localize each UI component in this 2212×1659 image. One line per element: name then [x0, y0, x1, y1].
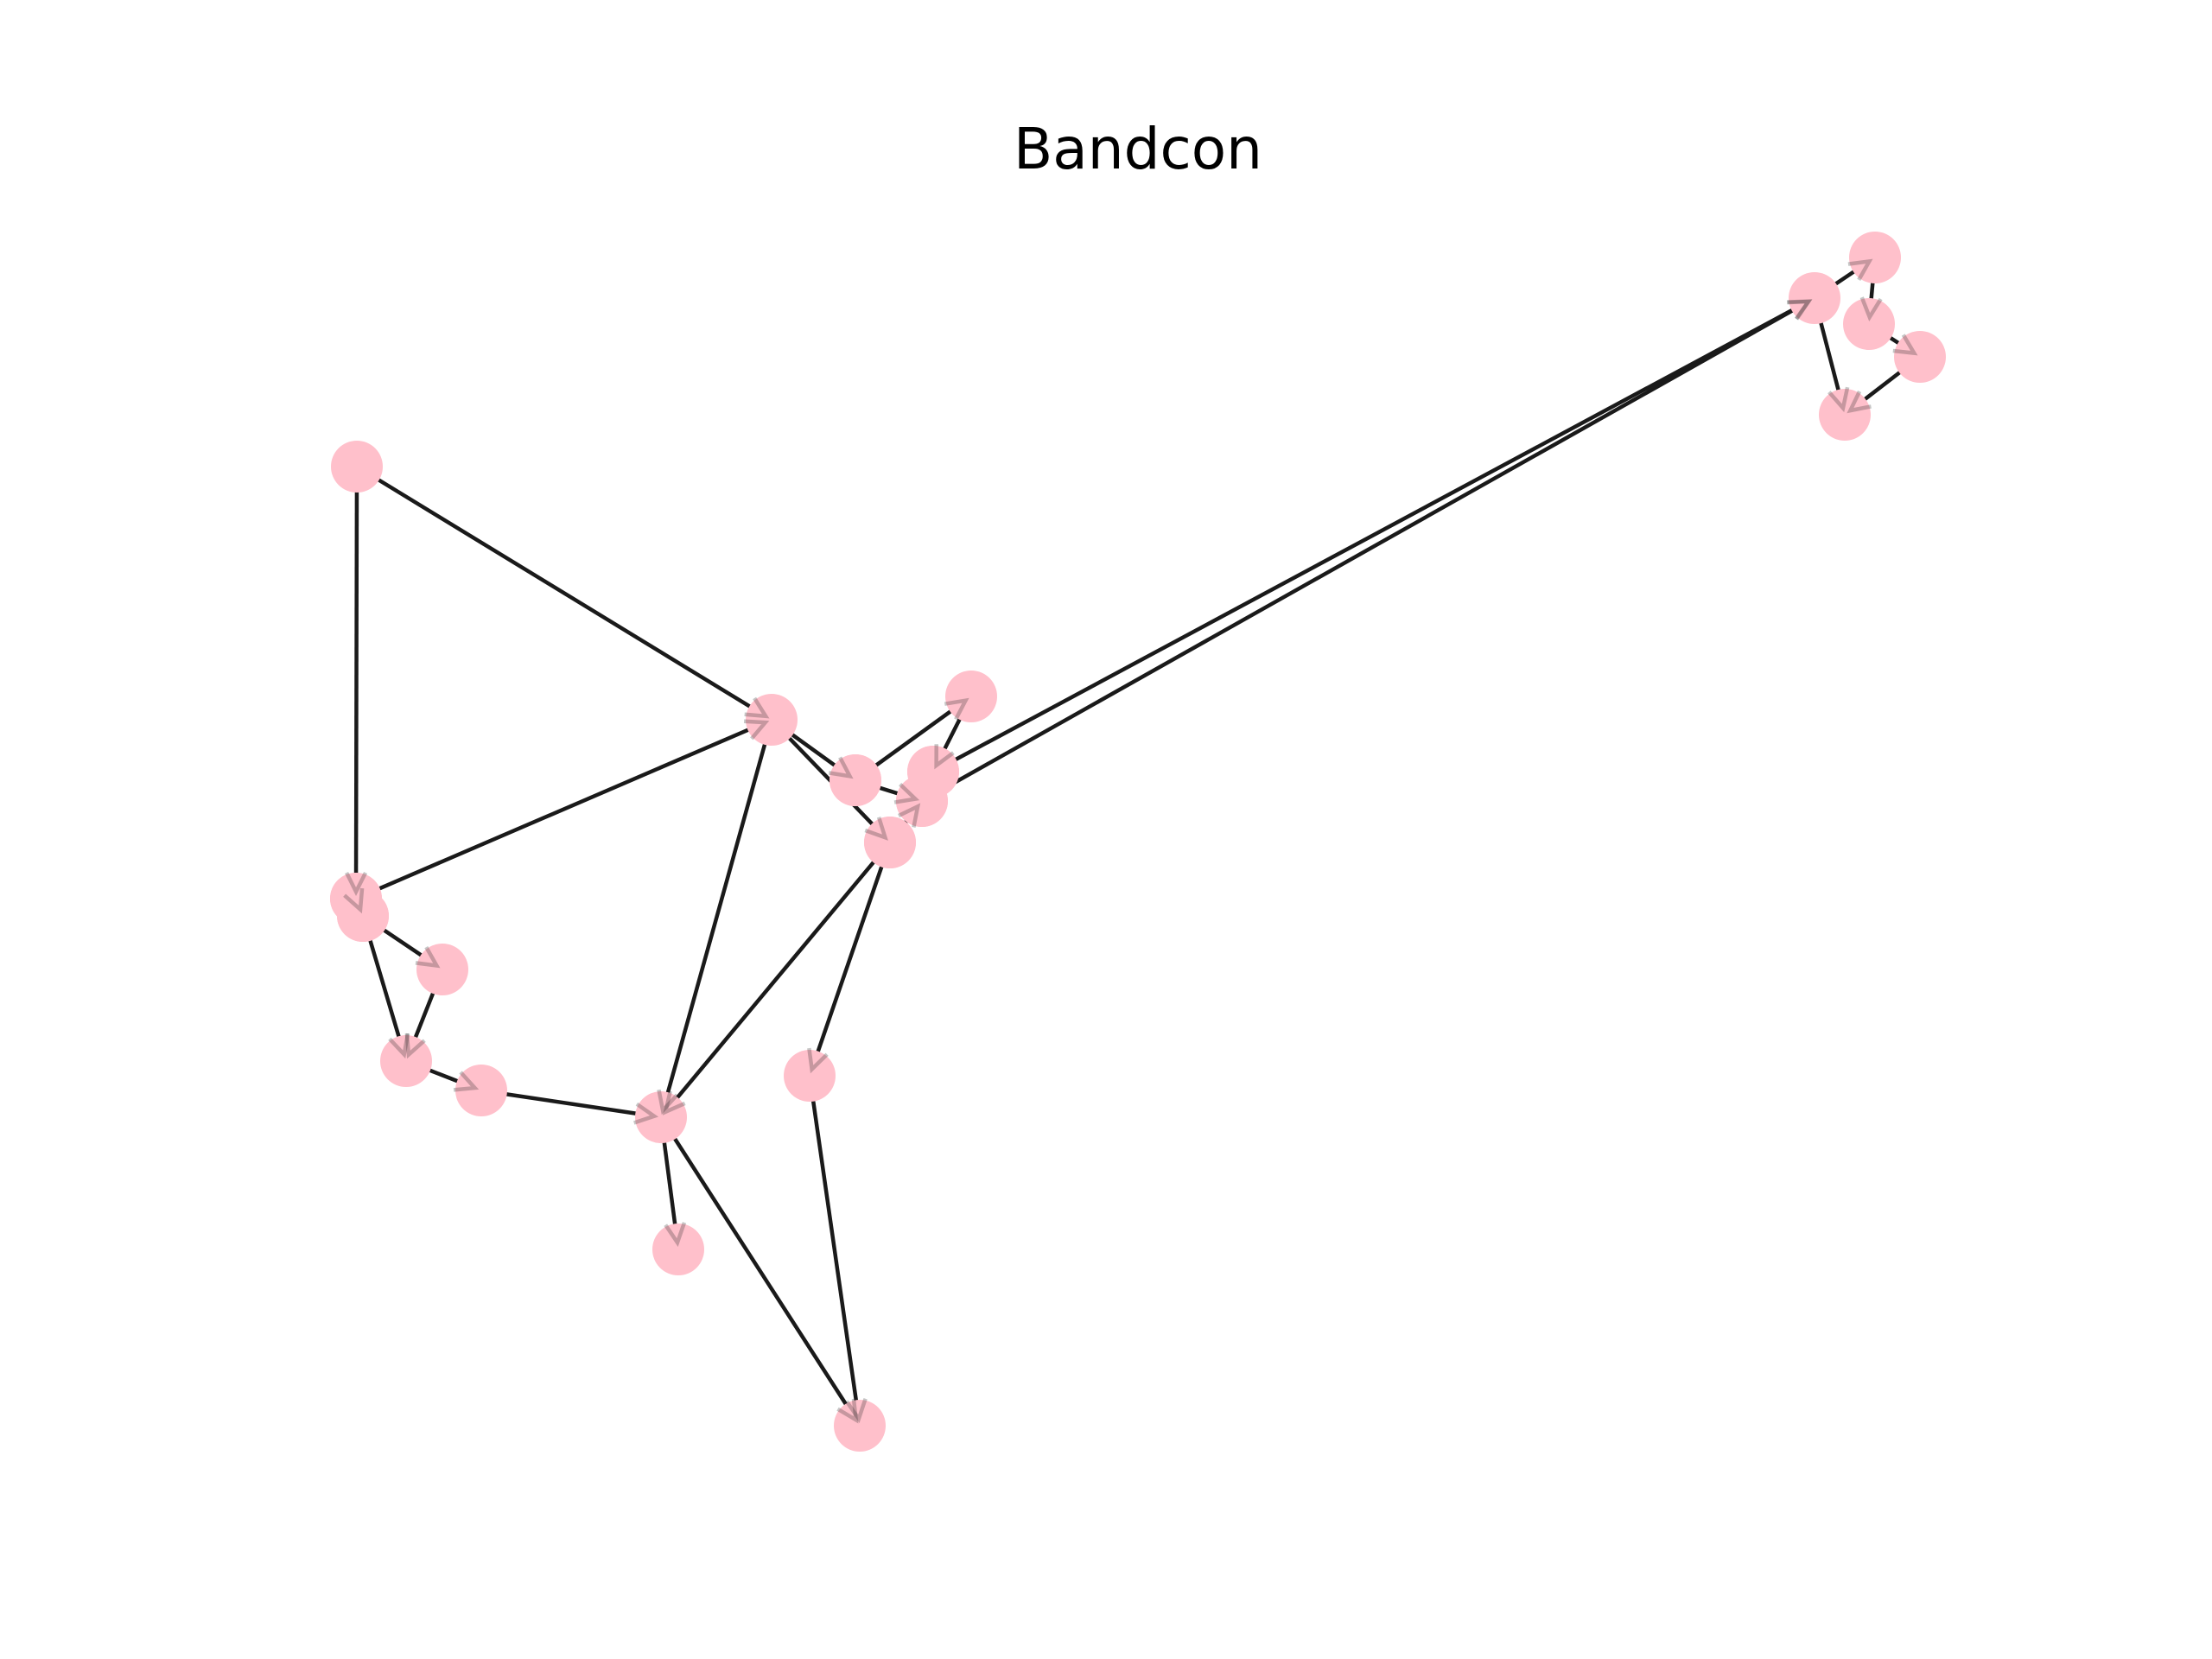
- graph-edge: [807, 1075, 862, 1427]
- edge-arrowhead: [345, 871, 368, 897]
- edge-arrowhead: [893, 782, 920, 804]
- edge-arrowhead: [845, 1398, 868, 1424]
- graph-edge: [659, 841, 892, 1119]
- edge-arrowhead: [1827, 386, 1850, 413]
- edge-arrowhead: [934, 744, 955, 770]
- graph-edge: [355, 717, 772, 901]
- edge-arrowhead: [453, 1071, 480, 1092]
- graph-edge: [920, 296, 1816, 803]
- graph-edge: [355, 465, 773, 721]
- edge-arrowhead: [807, 1047, 829, 1074]
- graph-node: [1849, 232, 1901, 283]
- edge-arrowhead: [415, 946, 441, 969]
- edge-arrowhead: [864, 817, 888, 841]
- graph-node: [380, 1035, 432, 1087]
- edge-arrowhead: [1859, 296, 1883, 322]
- edge-arrowhead: [1847, 258, 1873, 281]
- edge-arrowhead: [1787, 299, 1813, 321]
- graph-edge: [807, 842, 893, 1077]
- edge-arrowhead: [662, 1090, 686, 1116]
- graph-node: [416, 944, 468, 995]
- edge-arrowhead: [836, 1398, 859, 1424]
- graph-node: [1894, 331, 1946, 383]
- graph-node: [830, 754, 881, 806]
- graph-node: [337, 890, 389, 942]
- graph-edge: [931, 296, 1816, 773]
- graph-node: [746, 694, 798, 746]
- edge-arrowhead: [744, 696, 770, 719]
- edge-arrowhead: [664, 1222, 687, 1248]
- graph-edge: [353, 466, 359, 899]
- edge-arrowhead: [944, 697, 969, 721]
- graph-node: [945, 671, 997, 722]
- edge-arrowhead: [633, 1102, 659, 1125]
- graph-node: [1843, 298, 1895, 350]
- graph-title: Bandcon: [1014, 116, 1262, 182]
- edge-arrowhead: [1787, 299, 1813, 321]
- graph-node: [834, 1400, 886, 1452]
- graph-node: [455, 1065, 507, 1116]
- edge-arrowhead: [828, 756, 854, 779]
- graph-edge: [658, 719, 774, 1118]
- edge-arrowhead: [897, 803, 921, 828]
- edge-arrowhead: [743, 719, 770, 741]
- graph-edge: [659, 1116, 861, 1427]
- edge-arrowhead: [404, 1033, 426, 1059]
- edge-arrowhead: [1847, 390, 1872, 414]
- graph-node: [864, 817, 916, 868]
- graph-node: [635, 1091, 687, 1143]
- edge-arrowhead: [343, 887, 365, 914]
- edge-arrowhead: [657, 1089, 679, 1116]
- graph-node: [1819, 389, 1871, 441]
- graph-node: [896, 775, 948, 827]
- graph-node: [1789, 272, 1840, 324]
- nodes-layer: [330, 232, 1946, 1452]
- graph-node: [652, 1224, 704, 1275]
- edge-arrowhead: [1892, 334, 1918, 356]
- graph-node: [331, 441, 383, 493]
- edge-arrowhead: [388, 1033, 410, 1059]
- graph-node: [784, 1050, 836, 1102]
- graph-edge: [480, 1088, 662, 1120]
